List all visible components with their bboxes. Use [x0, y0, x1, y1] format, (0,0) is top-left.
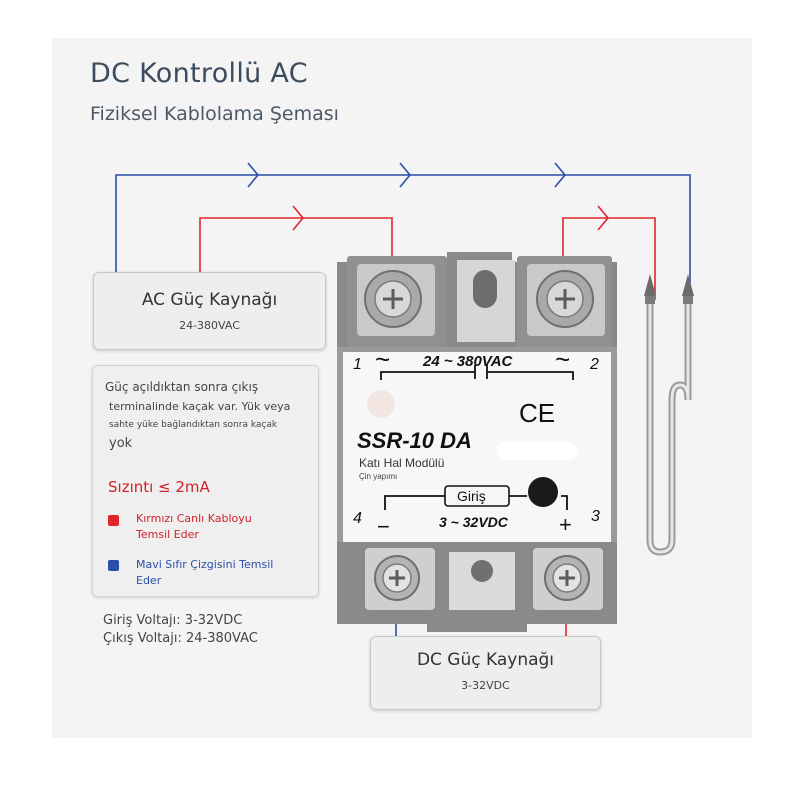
terminal-1-label: 1 — [353, 356, 362, 373]
diagram-subtitle: Fiziksel Kablolama Şeması — [90, 103, 339, 125]
note-line-3: sahte yüke bağlandıktan sonra kaçak — [109, 420, 278, 430]
relay-description: Katı Hal Modülü — [359, 456, 445, 470]
live-wire-source — [199, 217, 393, 278]
heater-element — [644, 274, 694, 556]
red-legend-swatch — [108, 515, 119, 526]
relay-model: SSR-10 DA — [357, 428, 472, 453]
terminal-3-label: 3 — [591, 508, 600, 525]
solid-state-relay: 1 ~ 24 ~ 380VAC ~ 2 CE SSR-10 DA Katı Ha… — [337, 252, 617, 632]
ac-source-subtitle: 24-380VAC — [179, 319, 240, 332]
legend-red-line-2: Temsil Eder — [136, 528, 199, 541]
legend-red-line-1: Kırmızı Canlı Kabloyu — [136, 512, 252, 525]
leakage-spec: Sızıntı ≤ 2mA — [108, 478, 210, 496]
minus-sign: − — [377, 514, 390, 539]
live-arrow-1 — [292, 205, 305, 231]
neutral-arrow-3 — [554, 162, 567, 188]
ce-mark: CE — [519, 398, 556, 428]
neutral-arrow-2 — [399, 162, 412, 188]
relay-origin: Çin yapımı — [359, 472, 398, 481]
blue-legend-swatch — [108, 560, 119, 571]
input-label: Giriş — [457, 488, 486, 504]
note-line-1: Güç açıldıktan sonra çıkış — [105, 380, 259, 394]
dc-source-subtitle: 3-32VDC — [461, 679, 510, 692]
neutral-arrow-1 — [247, 162, 260, 188]
input-voltage-spec: Giriş Voltajı: 3-32VDC — [103, 613, 243, 628]
ac-rating: 24 ~ 380VAC — [423, 353, 513, 370]
ac-source-title: AC Güç Kaynağı — [141, 290, 278, 310]
live-arrow-2 — [597, 205, 610, 231]
note-line-4: yok — [109, 436, 133, 451]
dc-rating: 3 ~ 32VDC — [439, 514, 508, 530]
note-line-2: terminalinde kaçak var. Yük veya — [109, 400, 291, 413]
legend-blue-line-1: Mavi Sıfır Çizgisini Temsil — [136, 558, 274, 571]
output-voltage-spec: Çıkış Voltajı: 24-380VAC — [103, 631, 258, 646]
diagram-title: DC Kontrollü AC — [90, 58, 308, 89]
terminal-2-label: 2 — [590, 356, 599, 373]
neutral-wire-top — [115, 174, 691, 300]
terminal-1-tilde: ~ — [375, 344, 391, 374]
info-panel: Güç açıldıktan sonra çıkış terminalinde … — [92, 365, 319, 597]
terminal-4-label: 4 — [353, 510, 362, 527]
plus-sign: + — [559, 512, 572, 537]
dc-source-title: DC Güç Kaynağı — [416, 650, 555, 670]
relay-body — [337, 252, 617, 632]
ac-power-source-box: AC Güç Kaynağı 24-380VAC — [93, 272, 326, 350]
dc-power-source-box: DC Güç Kaynağı 3-32VDC — [370, 636, 601, 710]
terminal-2-tilde: ~ — [555, 344, 571, 374]
legend-blue-line-2: Eder — [136, 574, 162, 587]
